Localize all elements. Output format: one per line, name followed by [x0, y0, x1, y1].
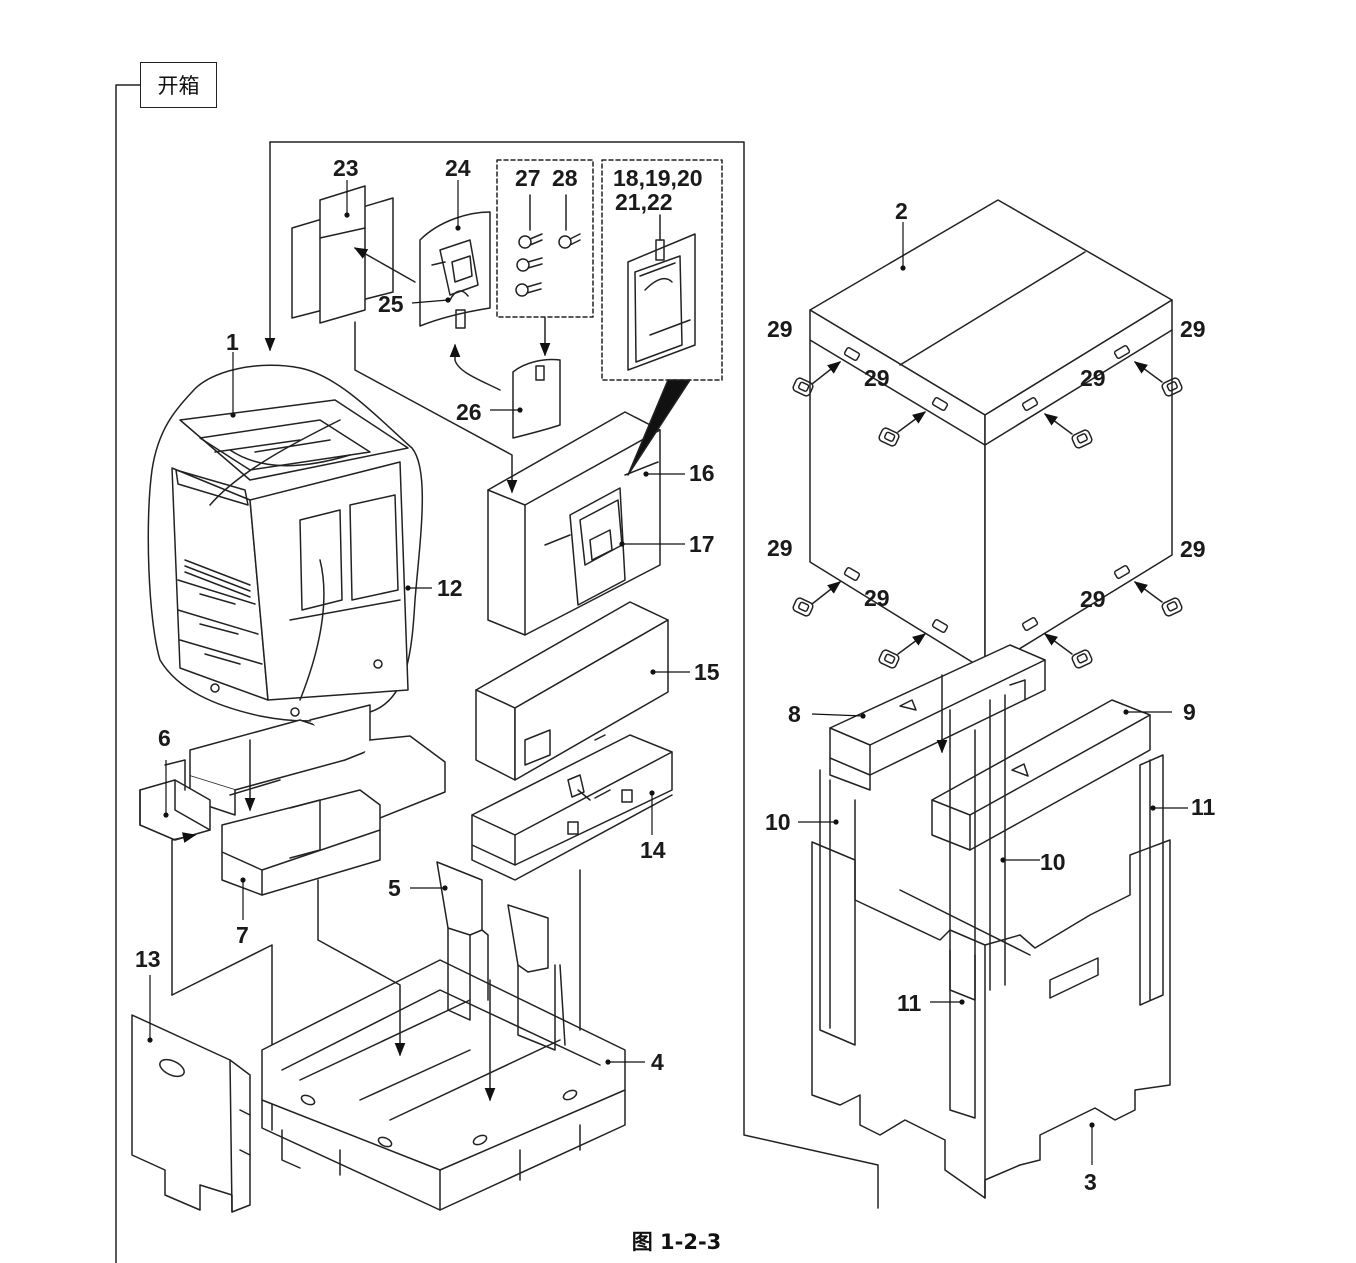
callout-25: 25 [378, 291, 404, 317]
flow-frame-line [269, 141, 879, 1209]
screws-box-item27-28 [496, 159, 594, 357]
callout-29-bottom-inner-left: 29 [864, 585, 890, 611]
screw-2 [558, 233, 581, 249]
clip-29a [792, 377, 814, 397]
screw-1 [518, 233, 543, 249]
callout-27: 27 [515, 165, 541, 191]
callout-29-top-inner-right: 29 [1080, 365, 1106, 391]
callout-21-22: 21,22 [615, 189, 673, 215]
screw-4 [515, 282, 542, 297]
plastic-clips-item29 [792, 361, 1183, 669]
callout-8: 8 [788, 701, 801, 727]
callout-29-top-inner-left: 29 [864, 365, 890, 391]
clip-29e [792, 597, 814, 617]
callout-2: 2 [895, 198, 908, 224]
corner-pads-item5 [436, 861, 566, 1051]
document-sleeve-item23 [291, 185, 394, 324]
callout-11-center: 11 [897, 990, 922, 1016]
callout-6: 6 [158, 725, 171, 751]
callout-29-top-right: 29 [1180, 316, 1206, 342]
callout-1: 1 [226, 329, 239, 355]
outer-carton-item2 [809, 199, 1173, 671]
figure-caption: 图 1-2-3 [631, 1230, 722, 1254]
callout-9: 9 [1183, 699, 1196, 725]
clip-29b [878, 427, 900, 447]
clip-29d [1161, 377, 1183, 397]
plastic-bag-item26 [512, 358, 561, 439]
callout-17: 17 [689, 531, 715, 557]
arrow-26-to-24 [449, 343, 501, 391]
long-foam-box-item14 [471, 734, 673, 881]
machine-mfp-wrapped [147, 364, 424, 722]
callout-5: 5 [388, 875, 401, 901]
guide-with-cable-item24 [419, 211, 491, 329]
arrow-foam-to-pallet [317, 879, 406, 1057]
callout-24: 24 [445, 155, 471, 181]
callout-15: 15 [694, 659, 720, 685]
bottom-pallet-tray-item4 [261, 959, 626, 1211]
callout-3: 3 [1084, 1169, 1097, 1195]
callout-16: 16 [689, 460, 715, 486]
callout-29-top-left: 29 [767, 316, 793, 342]
arrow-25-to-23 [353, 247, 416, 283]
carton-sleeve-item3 [811, 839, 1171, 1199]
clip-29h [1161, 597, 1183, 617]
foam-pad-left-item6 [139, 759, 211, 841]
callout-29-bottom-left: 29 [767, 535, 793, 561]
foam-pads-base [189, 704, 446, 896]
top-pad-item8 [829, 644, 1046, 791]
clip-29c [1071, 429, 1093, 449]
section-bracket-line [115, 84, 141, 1263]
callout-10-left: 10 [765, 809, 791, 835]
callout-23: 23 [333, 155, 359, 181]
callout-12: 12 [437, 575, 463, 601]
callout-28: 28 [552, 165, 578, 191]
callout-14: 14 [640, 837, 666, 863]
callout-29-bottom-right: 29 [1180, 536, 1206, 562]
accessory-case-item16 [487, 411, 661, 636]
callout-18-19-20: 18,19,20 [613, 165, 703, 191]
top-pad-item9 [931, 699, 1151, 851]
callout-26: 26 [456, 399, 482, 425]
manuals-box-item18-22 [601, 159, 723, 476]
callout-4: 4 [651, 1049, 664, 1075]
callout-11-right: 11 [1191, 794, 1216, 820]
callout-10-right: 10 [1040, 849, 1066, 875]
clip-29f [878, 649, 900, 669]
callout-13: 13 [135, 946, 161, 972]
accessory-box-item15 [475, 601, 669, 781]
screw-3 [516, 257, 543, 272]
callout-labels: 1 2 3 4 5 6 7 8 9 10 10 11 11 12 13 14 1… [135, 155, 1216, 1195]
callout-29-bottom-inner-right: 29 [1080, 586, 1106, 612]
section-label-unpacking: 开箱 [140, 62, 217, 108]
callout-7: 7 [236, 922, 249, 948]
corner-posts-item10-11 [819, 694, 1164, 1119]
clip-29g [1071, 649, 1093, 669]
